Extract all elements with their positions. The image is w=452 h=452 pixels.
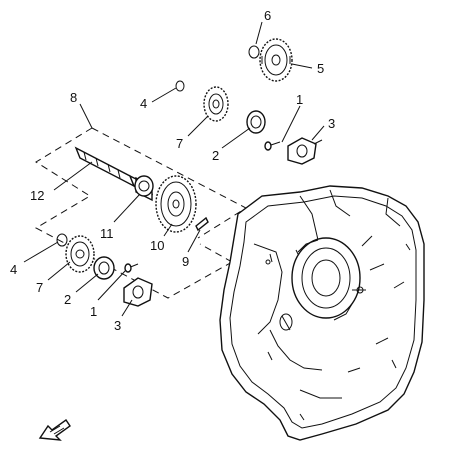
part-4-washer-lower [56,233,68,247]
callout-8: 8 [70,90,77,105]
callout-5: 5 [317,61,324,76]
part-7-gear-lower [65,235,95,273]
callout-labels: 6 5 8 4 1 3 7 2 12 11 10 9 4 7 2 1 3 [10,8,335,333]
part-10-large-gear [155,175,197,233]
callout-12: 12 [30,188,44,203]
callout-4-upper: 4 [140,96,147,111]
callout-3-upper: 3 [328,116,335,131]
callout-2-upper: 2 [212,148,219,163]
front-direction-arrow-icon [38,419,71,441]
callout-11: 11 [100,226,114,241]
callout-10: 10 [150,238,164,253]
part-6-circlip [248,45,260,59]
part-9-pin [195,216,209,232]
callout-4-lower: 4 [10,262,17,277]
part-1-bolt-upper [264,141,281,151]
assembly-boundary-8 [34,127,273,299]
part-2-bearing-upper [246,110,266,134]
leader-lines [23,21,325,317]
part-1-bolt-lower [124,263,139,273]
part-3-bracket-lower [123,277,153,307]
part-11-sleeve [134,175,154,202]
callout-6: 6 [264,8,271,23]
callout-7-lower: 7 [36,280,43,295]
part-7-gear-upper [203,86,229,122]
part-2-bearing-lower [93,256,115,280]
callout-2-lower: 2 [64,292,71,307]
part-3-bracket-upper [287,137,323,165]
callout-1-lower: 1 [90,304,97,319]
callout-9: 9 [182,254,189,269]
callout-7-upper: 7 [176,136,183,151]
part-5-gear [259,38,293,82]
callout-3-lower: 3 [114,318,121,333]
crankcase-half [219,185,425,441]
callout-1-upper: 1 [296,92,303,107]
part-4-washer-upper [175,80,185,92]
